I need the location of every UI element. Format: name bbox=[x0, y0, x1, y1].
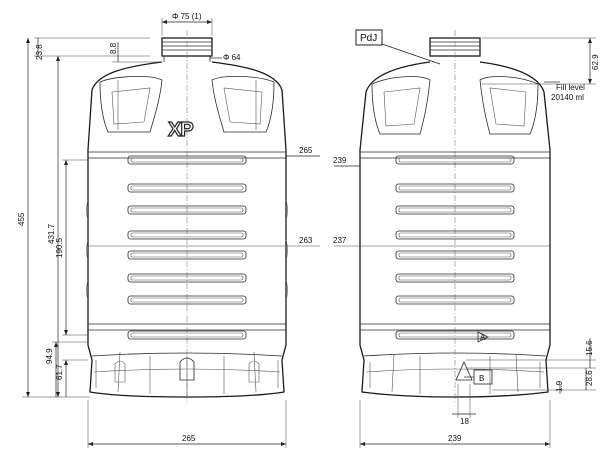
dim-neck-inner: Φ 64 bbox=[210, 53, 241, 62]
dim-side-mid-width-label: 237 bbox=[333, 236, 347, 245]
dim-height-total: 455 bbox=[17, 38, 90, 398]
dim-side-bottom-width: 239 bbox=[359, 400, 551, 448]
pdj-callout-label: PdJ bbox=[360, 33, 377, 44]
dim-neck-outer-label: Φ 75 (1) bbox=[172, 12, 202, 21]
dim-height-body: 431.7 bbox=[47, 56, 60, 397]
dim-mid-width: 263 bbox=[88, 236, 320, 247]
dim-height-label-area-label: 190.5 bbox=[55, 237, 64, 258]
front-bottle-outline bbox=[86, 30, 288, 402]
front-view: XP Φ 75 (1) Φ 64 23.8 8.8 bbox=[17, 12, 320, 448]
datum-a: A bbox=[477, 331, 489, 343]
dim-foot-width-label: 18 bbox=[460, 417, 469, 426]
pdj-callout: PdJ bbox=[355, 29, 441, 65]
dim-height-base-label: 94.9 bbox=[45, 348, 54, 364]
fill-level-value: 20140 ml bbox=[551, 93, 584, 102]
dim-neck-inner-label: Φ 64 bbox=[223, 53, 241, 62]
dim-neck-outer: Φ 75 (1) bbox=[161, 12, 213, 36]
fill-level-label: Fill level bbox=[556, 83, 585, 92]
dim-top-width: 265 bbox=[286, 146, 320, 157]
dim-height-label-area: 190.5 bbox=[55, 159, 88, 336]
dim-bottom-width-label: 265 bbox=[182, 434, 196, 443]
dim-side-mid-width: 237 bbox=[333, 236, 550, 247]
dim-neck-offset-label: 8.8 bbox=[109, 42, 118, 54]
side-view: PdJ Fill level 20140 ml 62.9 239 237 bbox=[333, 29, 600, 448]
fill-level-annotation: Fill level 20140 ml bbox=[544, 81, 585, 102]
dim-foot-small-label: 1.9 bbox=[555, 380, 564, 392]
dim-top-width-label: 265 bbox=[299, 146, 313, 155]
dim-foot-height-2-label: 28.6 bbox=[585, 370, 594, 386]
dim-foot-height-1-label: 15.6 bbox=[585, 340, 594, 356]
dim-foot-heights: 15.6 28.6 1.9 bbox=[466, 338, 596, 394]
dim-mid-width-label: 263 bbox=[299, 236, 313, 245]
datum-b: B bbox=[464, 369, 493, 385]
dim-side-top-width: 239 bbox=[333, 156, 360, 167]
side-bottle-outline bbox=[359, 30, 551, 402]
datum-a-label: A bbox=[480, 333, 486, 342]
xp-logo: XP bbox=[168, 119, 193, 141]
dim-side-bottom-width-label: 239 bbox=[448, 434, 462, 443]
dim-height-foot-label: 61.7 bbox=[55, 364, 64, 380]
dim-neck-height-label: 23.8 bbox=[35, 44, 44, 60]
dim-height-base: 94.9 bbox=[45, 341, 88, 397]
dim-height-total-label: 455 bbox=[17, 212, 26, 226]
dim-height-foot: 61.7 bbox=[55, 359, 88, 397]
dim-bottom-width: 265 bbox=[87, 400, 287, 448]
dim-side-neck-height-label: 62.9 bbox=[591, 54, 600, 70]
dim-foot-width: 18 bbox=[452, 384, 476, 426]
dim-neck-height: 23.8 bbox=[34, 37, 150, 60]
dim-neck-offset: 8.8 bbox=[109, 42, 162, 63]
dim-side-neck-height: 62.9 bbox=[482, 37, 600, 85]
dim-side-top-width-label: 239 bbox=[333, 156, 347, 165]
dim-height-body-label: 431.7 bbox=[47, 223, 56, 244]
datum-b-label: B bbox=[479, 374, 484, 383]
